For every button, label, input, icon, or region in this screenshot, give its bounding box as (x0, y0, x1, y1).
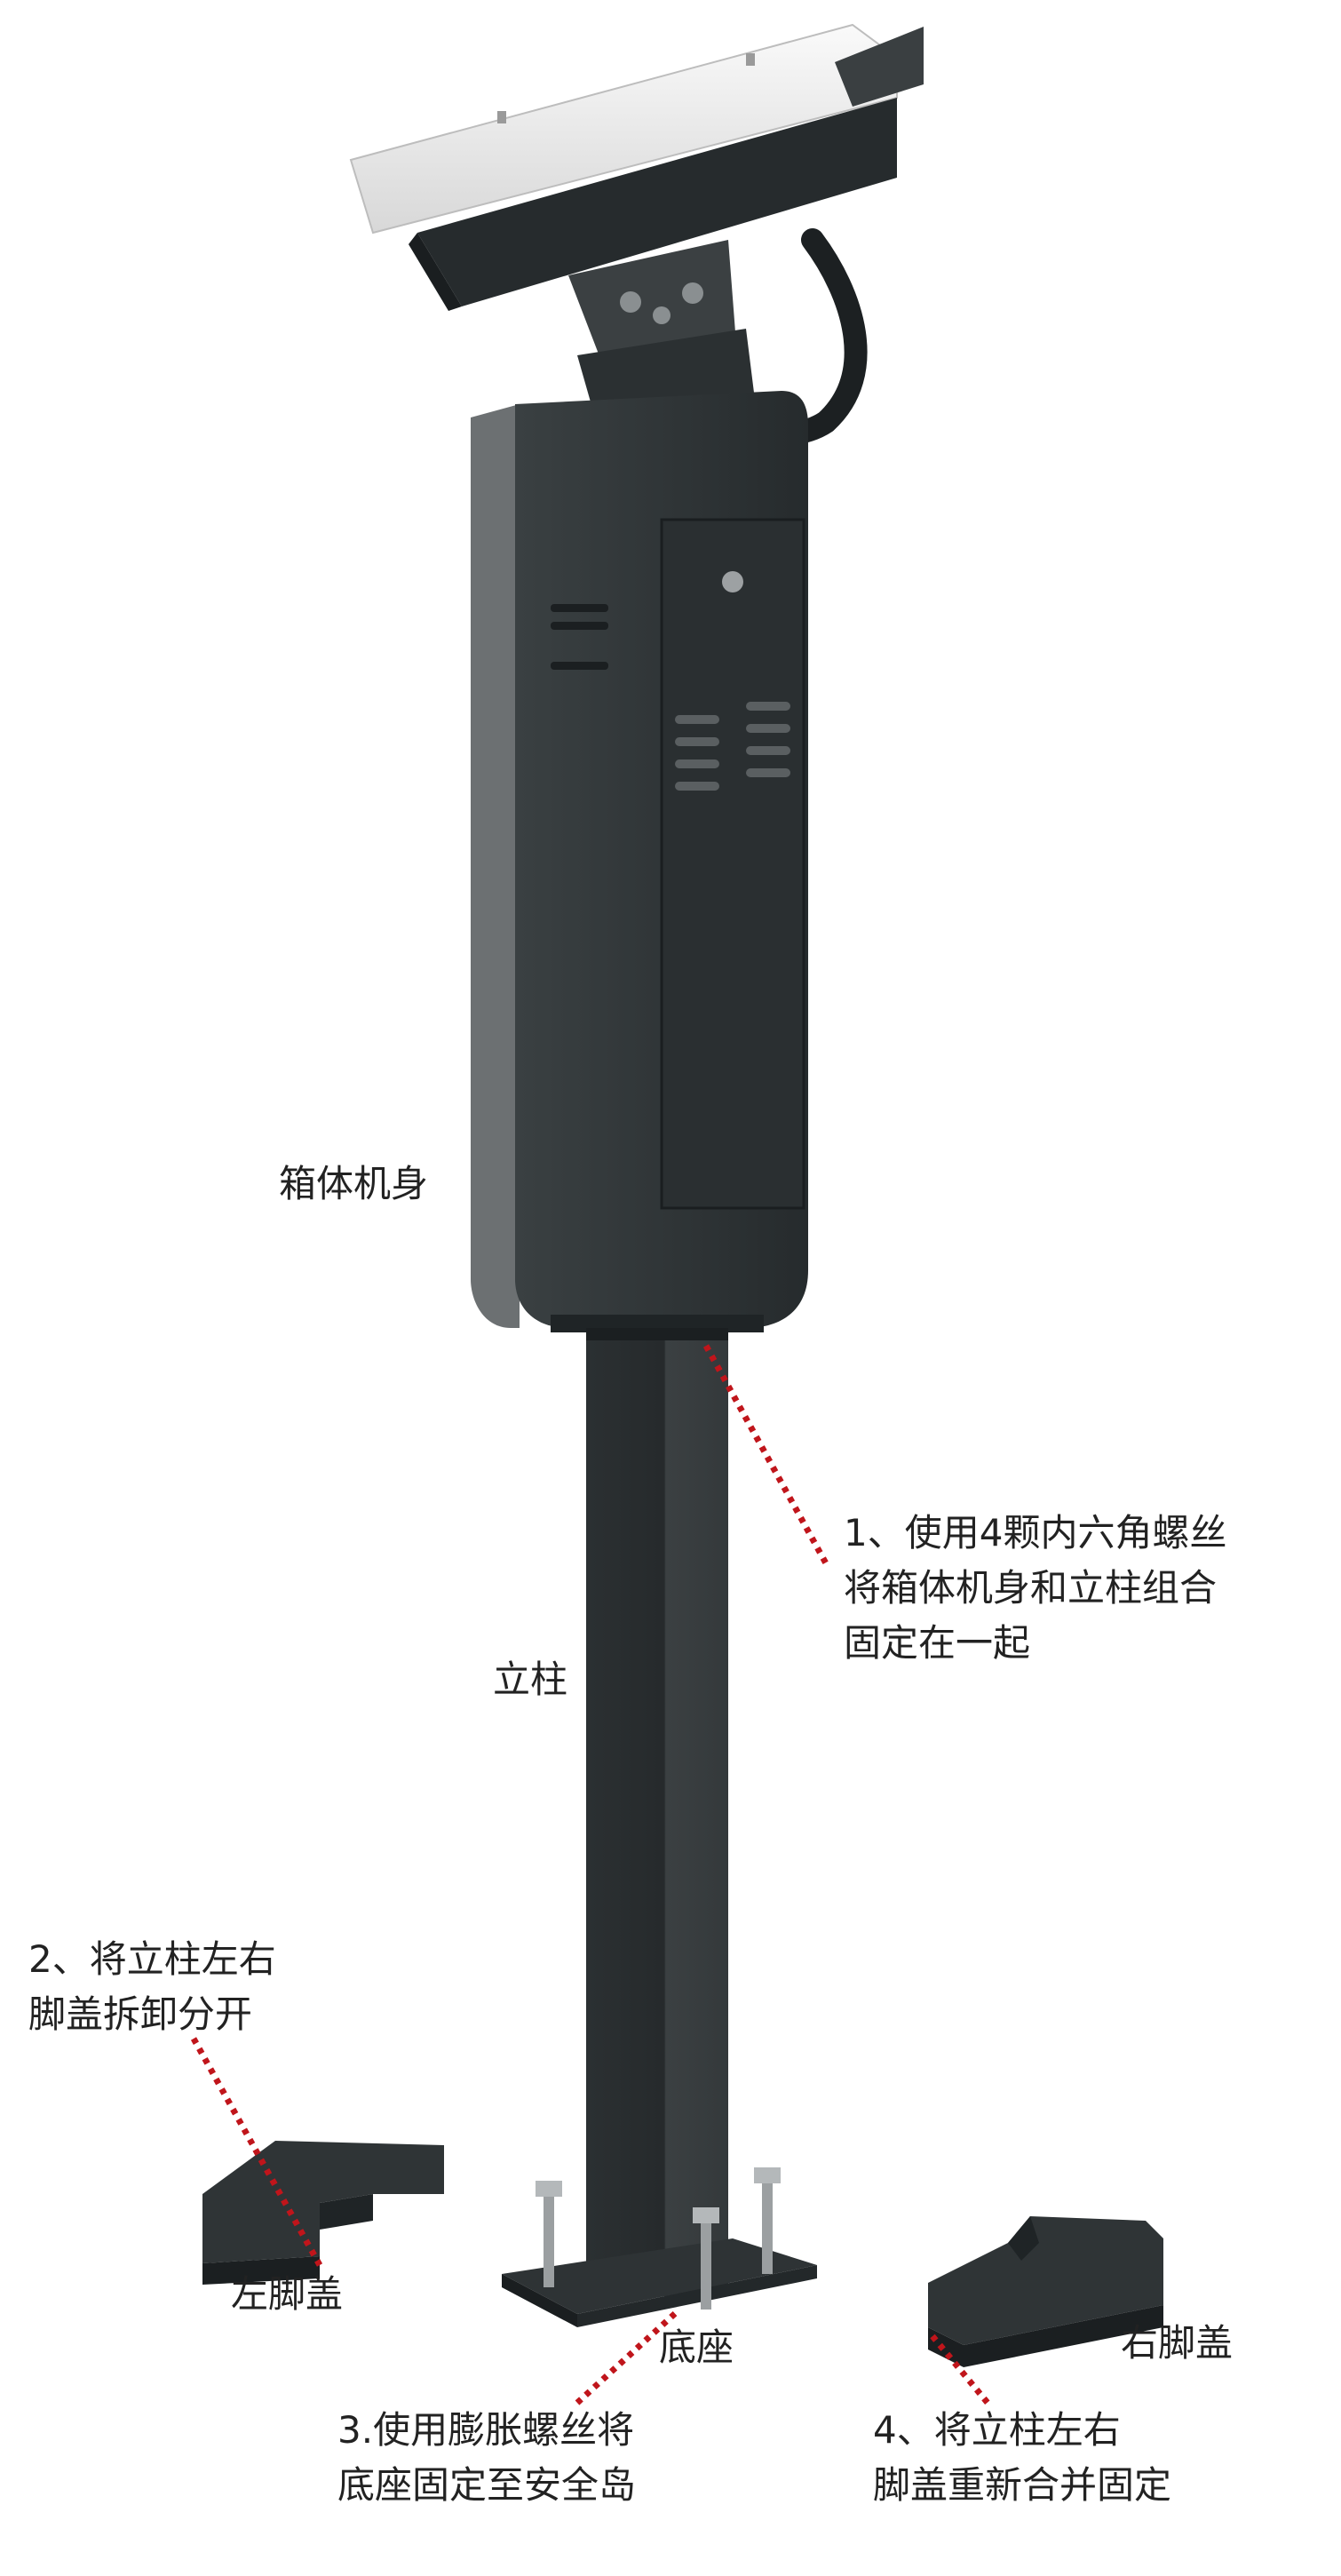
base-plate (502, 2167, 817, 2327)
camera-bracket (568, 240, 755, 417)
pole (586, 1328, 728, 2296)
leader-lines (190, 1344, 990, 2405)
left-foot-cover (202, 2141, 444, 2285)
step1-line2: 将箱体机身和立柱组合 (844, 1566, 1218, 1610)
step2-line1: 2、将立柱左右 (28, 1937, 276, 1981)
box-body (471, 391, 808, 1332)
left-foot-cover-label: 左脚盖 (231, 2272, 344, 2316)
expansion-bolts (536, 2167, 781, 2310)
step1-line3: 固定在一起 (844, 1621, 1031, 1665)
step4-note: 4、将立柱左右 脚盖重新合并固定 (873, 2403, 1171, 2513)
step3-line2: 底座固定至安全岛 (337, 2463, 637, 2507)
step2-line2: 脚盖拆卸分开 (28, 1992, 253, 2036)
step4-line1: 4、将立柱左右 (873, 2408, 1121, 2452)
step3-line1: 3.使用膨胀螺丝将 (337, 2408, 635, 2452)
step2-note: 2、将立柱左右 脚盖拆卸分开 (28, 1932, 276, 2042)
right-foot-cover-label: 右脚盖 (1121, 2321, 1234, 2365)
leader-line-step4 (930, 2334, 990, 2405)
right-foot-cover (928, 2216, 1163, 2367)
box-body-label: 箱体机身 (279, 1162, 429, 1205)
lock-icon (722, 571, 743, 592)
step4-line2: 脚盖重新合并固定 (873, 2463, 1172, 2507)
pole-label: 立柱 (493, 1658, 568, 1701)
camera-housing (349, 23, 924, 311)
leader-line-step2 (190, 2037, 323, 2267)
step1-line1: 1、使用4颗内六角螺丝 (844, 1511, 1227, 1554)
step1-note: 1、使用4颗内六角螺丝 将箱体机身和立柱组合 固定在一起 (844, 1506, 1226, 1671)
base-label: 底座 (659, 2326, 734, 2369)
step3-note: 3.使用膨胀螺丝将 底座固定至安全岛 (337, 2403, 636, 2513)
